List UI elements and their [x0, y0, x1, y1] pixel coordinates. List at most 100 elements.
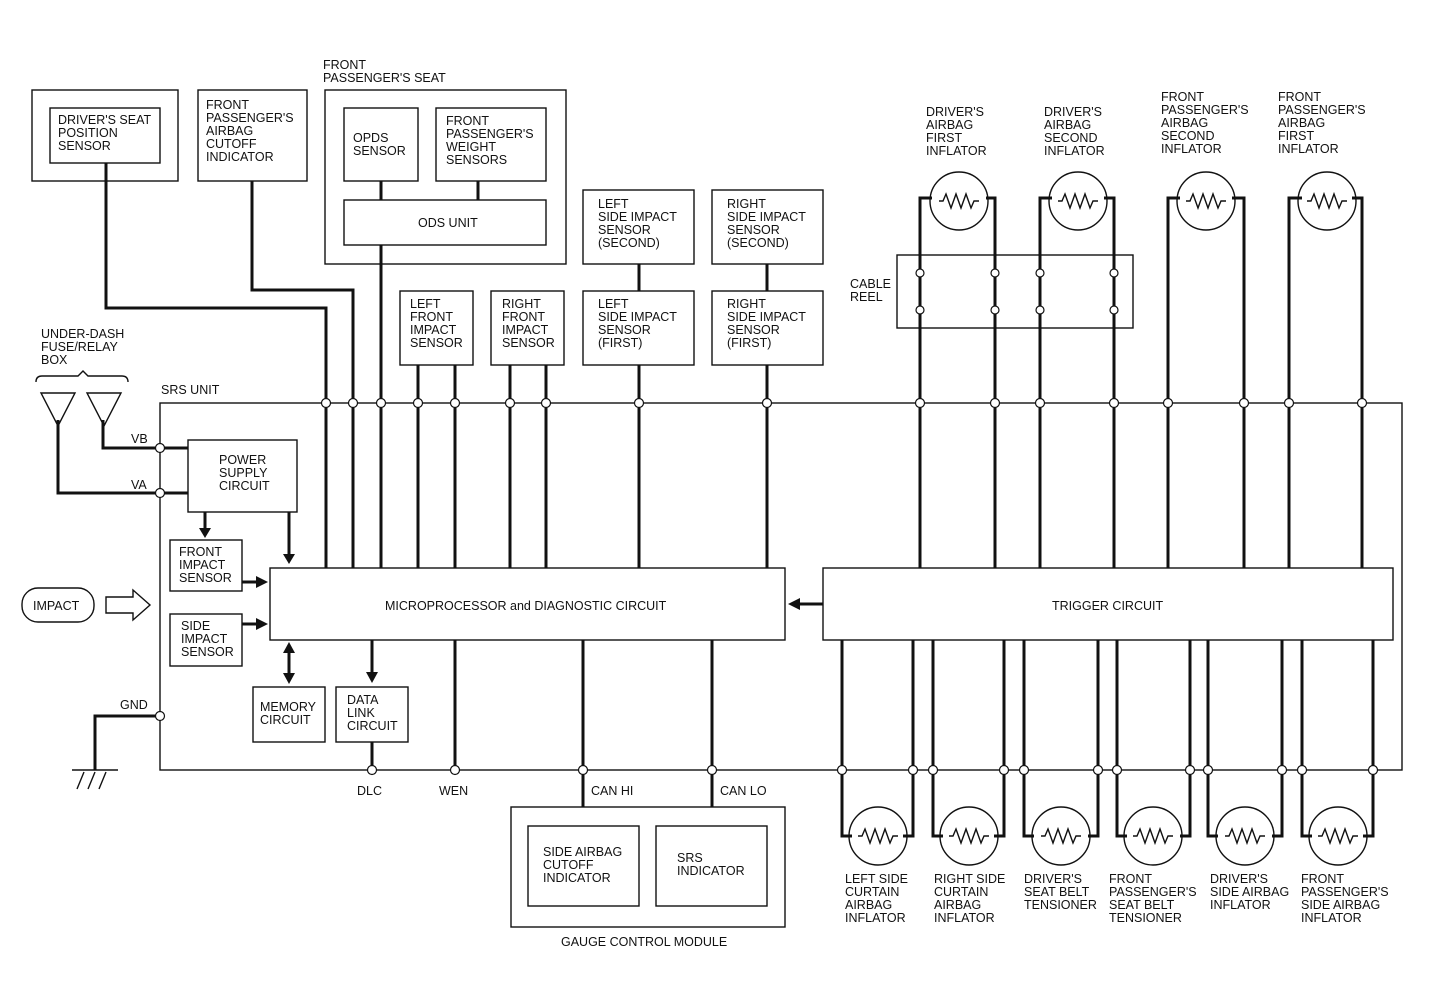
- label-line: PASSENGER'S: [1278, 103, 1366, 117]
- label-line: INDICATOR: [677, 864, 745, 878]
- label-line: TENSIONER: [1024, 898, 1097, 912]
- label-line: FRONT: [179, 545, 222, 559]
- drivers-airbag-first-inflator-icon: [929, 171, 989, 231]
- label-line: AIRBAG: [1161, 116, 1208, 130]
- ground-icon: [72, 769, 118, 790]
- label-line: RIGHT: [502, 297, 541, 311]
- label-line: INFLATOR: [1044, 144, 1105, 158]
- label-line: REEL: [850, 290, 883, 304]
- label-line: INFLATOR: [1278, 142, 1339, 156]
- label-line: LEFT SIDE: [845, 872, 908, 886]
- label-line: BOX: [41, 353, 68, 367]
- left-front-impact-sensor-box: [399, 290, 474, 366]
- fp-airbag-second-inflator-icon: [1176, 171, 1236, 231]
- label-line: DRIVER'S: [1024, 872, 1082, 886]
- front-impact-sensor-box: [169, 539, 243, 592]
- impact-label: IMPACT: [33, 599, 80, 613]
- label-line: RIGHT: [727, 297, 766, 311]
- fp-seat-belt-tensioner-icon: [1123, 806, 1183, 866]
- srs-unit-label: SRS UNIT: [161, 383, 220, 397]
- label-line: FRONT: [1278, 90, 1321, 104]
- label-line: DLC: [357, 784, 382, 798]
- label-line: SEAT BELT: [1109, 898, 1175, 912]
- label-line: (FIRST): [598, 336, 642, 350]
- bracket-icon: [35, 370, 129, 383]
- label-line: CUTOFF: [206, 137, 257, 151]
- connector-nodes: [154, 268, 1379, 776]
- label-line: SUPPLY: [219, 466, 268, 480]
- label-line: SENSOR: [598, 323, 651, 337]
- label-line: FRONT: [410, 310, 453, 324]
- fp-side-airbag-inflator-icon: [1308, 806, 1368, 866]
- label-line: DRIVER'S: [1044, 105, 1102, 119]
- gauge-control-module-label: GAUGE CONTROL MODULE: [561, 935, 727, 949]
- microprocessor-box: [269, 567, 786, 641]
- label-line: RIGHT SIDE: [934, 872, 1005, 886]
- label-line: CURTAIN: [934, 885, 988, 899]
- label-line: CUTOFF: [543, 858, 594, 872]
- label-line: INFLATOR: [1161, 142, 1222, 156]
- label-line: SENSOR: [410, 336, 463, 350]
- label-line: PASSENGER'S: [1161, 103, 1249, 117]
- gnd-label: GND: [120, 698, 148, 712]
- label-line: SIDE IMPACT: [727, 310, 806, 324]
- label-line: (SECOND): [727, 236, 789, 250]
- label-line: FIRST: [926, 131, 962, 145]
- label-line: SENSOR: [727, 323, 780, 337]
- label-line: INDICATOR: [543, 871, 611, 885]
- label-line: CABLE: [850, 277, 891, 291]
- label-line: FRONT: [1301, 872, 1344, 886]
- label-line: TENSIONER: [1109, 911, 1182, 925]
- label-line: IMPACT: [181, 632, 228, 646]
- inflator-icons: [848, 171, 1368, 866]
- wen-label: WEN: [439, 784, 468, 798]
- label-line: SENSOR: [58, 139, 111, 153]
- fuse-icon: [85, 392, 123, 428]
- label-line: PASSENGER'S: [206, 111, 294, 125]
- label-line: FRONT: [323, 58, 366, 72]
- label-line: FIRST: [1278, 129, 1314, 143]
- label-line: CIRCUIT: [219, 479, 270, 493]
- fuse-icon: [39, 392, 77, 428]
- label-line: SENSOR: [727, 223, 780, 237]
- can-hi-label: CAN HI: [591, 784, 633, 798]
- label-line: CIRCUIT: [347, 719, 398, 733]
- srs-unit-box: [159, 402, 1403, 771]
- label-line: SENSOR: [353, 144, 406, 158]
- srs-indicator-box: [655, 825, 768, 907]
- ods-unit-box: [343, 199, 547, 246]
- label-line: INFLATOR: [926, 144, 987, 158]
- fp-weight-sensors-box: [435, 107, 547, 182]
- impact-arrow-icon: [105, 588, 152, 622]
- label-line: DRIVER'S SEAT: [58, 113, 152, 127]
- label-line: AIRBAG: [1044, 118, 1091, 132]
- label-line: FRONT: [206, 98, 249, 112]
- label-line: ODS UNIT: [418, 216, 478, 230]
- label-line: MEMORY: [260, 700, 317, 714]
- label-line: GAUGE CONTROL MODULE: [561, 935, 727, 949]
- label-line: SIDE: [181, 619, 210, 633]
- ods-unit-label: ODS UNIT: [418, 216, 478, 230]
- label-line: SRS: [677, 851, 703, 865]
- left-side-curtain-inflator-icon: [848, 806, 908, 866]
- label-line: IMPACT: [33, 599, 80, 613]
- fp-airbag-first-inflator-icon: [1297, 171, 1357, 231]
- va-label: VA: [131, 478, 147, 492]
- right-side-curtain-inflator-icon: [939, 806, 999, 866]
